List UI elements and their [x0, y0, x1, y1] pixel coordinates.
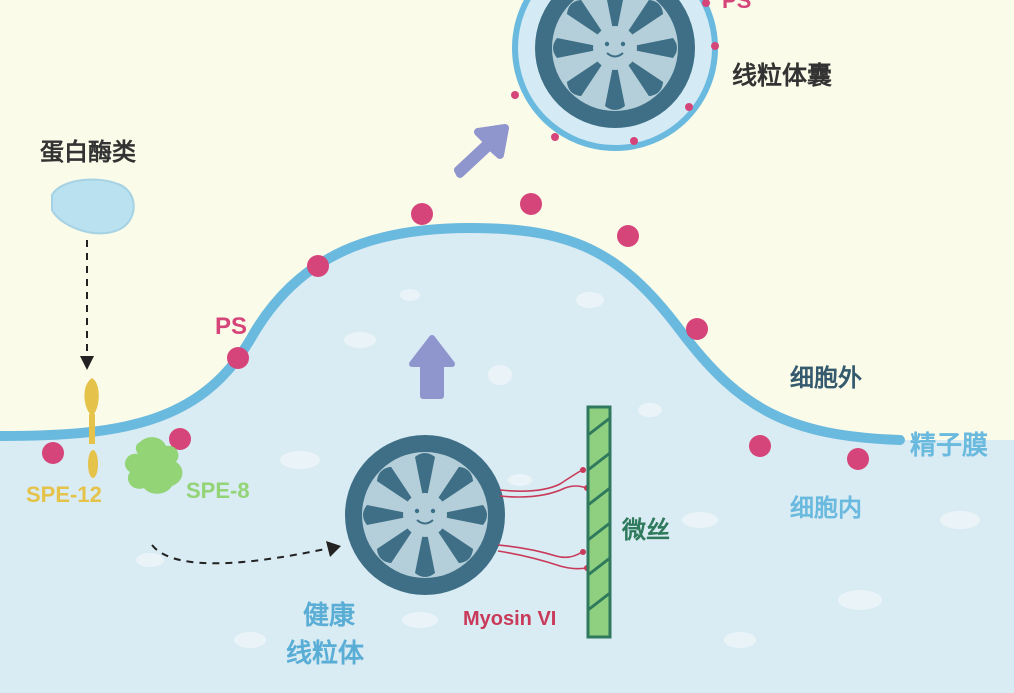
- ps-dots: [42, 193, 869, 470]
- upward-arrow: [409, 335, 455, 399]
- extracellular-label: 细胞外: [790, 364, 862, 392]
- mitochondrial-sac: [511, 0, 719, 151]
- microfilament: [586, 405, 612, 639]
- protease-blob: [51, 178, 135, 235]
- ps-label-top: PS: [722, 0, 751, 13]
- healthy-mitochondrion: [345, 435, 505, 595]
- transport-arrow-head: [326, 541, 341, 557]
- release-arrow: [454, 124, 509, 178]
- myosin-fibers: [497, 469, 587, 570]
- spe12-protein: [84, 378, 99, 478]
- spe8-protein: [124, 437, 183, 494]
- cell-interior: [0, 228, 1014, 693]
- sperm-membrane: [0, 222, 905, 445]
- proteases-label: 蛋白酶类: [40, 138, 137, 166]
- healthy-mitochondrion-label-line2: 线粒体: [286, 638, 365, 669]
- spe8-label: SPE-8: [186, 478, 250, 503]
- intracellular-label: 细胞内: [790, 494, 862, 522]
- myosin-label: Myosin VI: [463, 608, 556, 630]
- spe12-label: SPE-12: [26, 482, 102, 507]
- microfilament-label: 微丝: [621, 516, 670, 544]
- ps-label-main: PS: [215, 313, 247, 340]
- transport-dashed-arrow: [151, 544, 331, 565]
- healthy-mitochondrion-label-line1: 健康: [303, 600, 356, 631]
- protease-arrow-head: [80, 356, 94, 370]
- mitochondrial-sac-label: 线粒体囊: [732, 61, 832, 90]
- sperm-membrane-label: 精子膜: [910, 431, 988, 461]
- cytoplasm-speckles: [136, 289, 980, 648]
